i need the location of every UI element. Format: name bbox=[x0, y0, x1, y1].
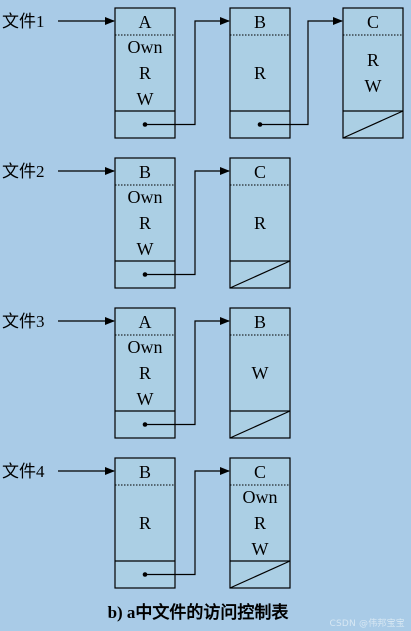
access-right: R bbox=[254, 213, 266, 233]
access-right: R bbox=[139, 513, 151, 533]
next-pointer-link bbox=[145, 167, 230, 276]
access-right: Own bbox=[128, 337, 163, 357]
access-right: R bbox=[254, 63, 266, 83]
acl-entry-box bbox=[114, 307, 176, 439]
access-right: R bbox=[139, 63, 151, 83]
file-label: 文件4 bbox=[2, 462, 45, 481]
access-right: R bbox=[139, 213, 151, 233]
domain-name: A bbox=[139, 312, 152, 332]
acl-entry-box bbox=[342, 7, 404, 139]
domain-name: C bbox=[367, 12, 379, 32]
acl-entry: BR bbox=[229, 7, 343, 139]
access-right: Own bbox=[128, 37, 163, 57]
acl-entry-box bbox=[114, 157, 176, 289]
acl-entry-box bbox=[229, 457, 291, 589]
acl-entry: BR bbox=[114, 457, 230, 589]
access-right: R bbox=[254, 513, 266, 533]
file-label: 文件3 bbox=[2, 312, 45, 331]
access-right: R bbox=[139, 363, 151, 383]
access-right: Own bbox=[243, 487, 278, 507]
next-pointer-link bbox=[145, 467, 230, 576]
null-pointer-slash bbox=[229, 410, 291, 439]
access-right: W bbox=[252, 539, 269, 559]
access-right: R bbox=[367, 50, 379, 70]
access-right: W bbox=[137, 89, 154, 109]
acl-entry-box bbox=[229, 157, 291, 289]
acl-entry-box bbox=[114, 457, 176, 589]
acl-entry-box bbox=[114, 7, 176, 139]
domain-name: A bbox=[139, 12, 152, 32]
access-right: W bbox=[252, 363, 269, 383]
figure-caption: b) a中文件的访问控制表 bbox=[108, 602, 290, 622]
domain-name: B bbox=[254, 12, 266, 32]
null-pointer-slash bbox=[229, 260, 291, 289]
access-right: W bbox=[365, 76, 382, 96]
acl-entry: CRW bbox=[342, 7, 404, 139]
acl-entry-box bbox=[229, 7, 291, 139]
access-right: Own bbox=[128, 187, 163, 207]
access-right: W bbox=[137, 239, 154, 259]
next-pointer-link bbox=[145, 317, 230, 426]
file-label: 文件2 bbox=[2, 162, 45, 181]
access-right: W bbox=[137, 389, 154, 409]
acl-entry: CR bbox=[229, 157, 291, 289]
next-pointer-link bbox=[145, 17, 230, 126]
watermark: CSDN @伟邦宝宝 bbox=[329, 619, 405, 629]
domain-name: C bbox=[254, 462, 266, 482]
acl-entry: BW bbox=[229, 307, 291, 439]
domain-name: B bbox=[139, 462, 151, 482]
acl-entry-box bbox=[229, 307, 291, 439]
next-pointer-link bbox=[260, 17, 343, 126]
domain-name: B bbox=[139, 162, 151, 182]
domain-name: B bbox=[254, 312, 266, 332]
file-label: 文件1 bbox=[2, 12, 45, 31]
null-pointer-slash bbox=[342, 110, 404, 139]
null-pointer-slash bbox=[229, 560, 291, 589]
domain-name: C bbox=[254, 162, 266, 182]
